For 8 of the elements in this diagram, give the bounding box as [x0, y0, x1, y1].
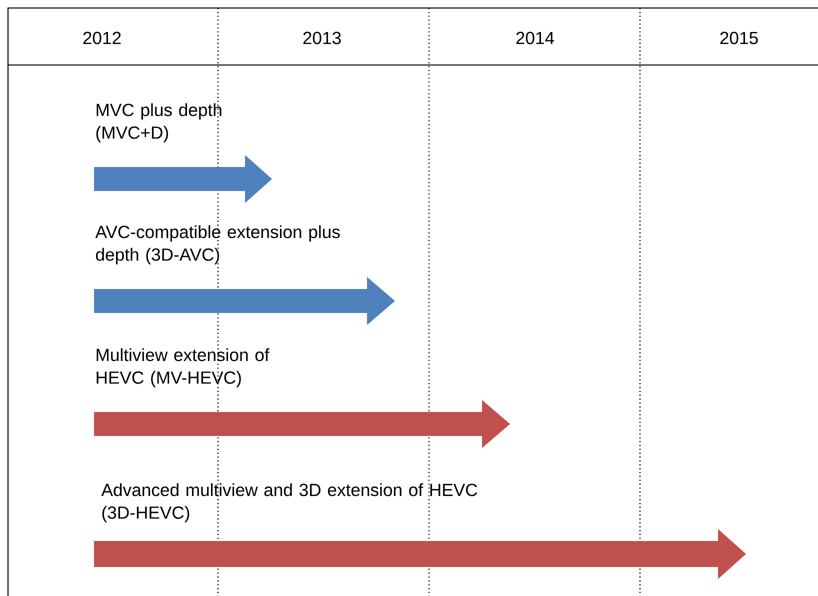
arrow-label: AVC-compatible extension plus depth (3D-AVC) — [95, 225, 340, 264]
year-label: 2013 — [303, 32, 341, 44]
year-label: 2015 — [720, 32, 758, 44]
arrow-label: Advanced multiview and 3D extension of HEVC (3D-HEVC) — [101, 483, 478, 522]
year-label: 2014 — [516, 32, 554, 44]
year-label: 2012 — [83, 32, 121, 44]
arrow-label: Multiview extension of HEVC (MV-HEVC) — [96, 348, 270, 388]
arrow-label: MVC plus depth (MVC+D) — [96, 103, 222, 142]
